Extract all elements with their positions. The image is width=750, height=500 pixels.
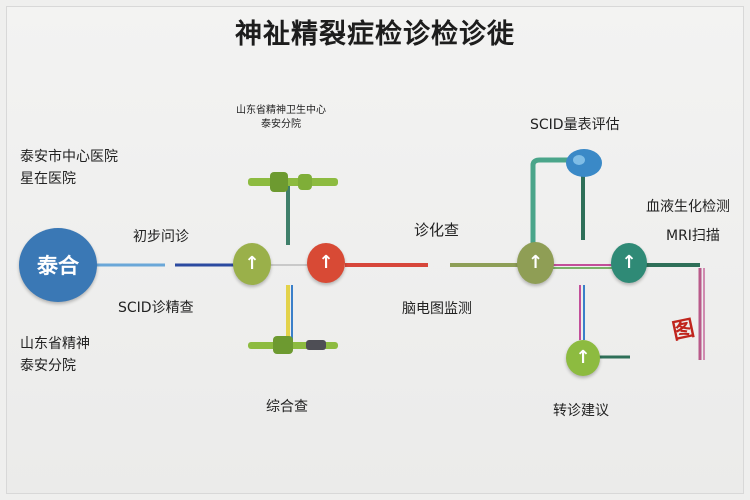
arrow-icon: ↑	[575, 347, 591, 368]
cluster-top	[248, 170, 338, 194]
blood-test-node[interactable]: ↑	[611, 243, 647, 283]
arrow-icon: ↑	[244, 253, 260, 274]
eeg-label: 脑电图监测	[402, 301, 472, 317]
scid-assessment-label: SCID量表评估	[530, 117, 620, 133]
center-top-line1: 山东省精神卫生中心	[236, 105, 326, 116]
diagram-title: 神祉精裂症检诊检诊徙	[235, 19, 515, 50]
mri-label: MRI扫描	[666, 228, 720, 244]
arrow-icon: ↑	[621, 252, 637, 273]
initial-visit-node[interactable]: ↑	[233, 243, 271, 285]
referral-label: 转诊建议	[553, 403, 609, 419]
center-top-label: 山东省精神卫生中心 泰安分院	[236, 104, 326, 132]
lab-test-label: 诊化查	[414, 221, 460, 239]
line-scid-branch	[530, 157, 575, 245]
hospital-bottom-label: 山东省精神 泰安分院	[20, 333, 90, 377]
referral-node[interactable]: ↑	[566, 340, 600, 376]
lab-test-node[interactable]: ↑	[307, 243, 345, 283]
hospital-node[interactable]: 泰合	[19, 228, 97, 302]
scid-node[interactable]: ↑	[517, 242, 554, 284]
center-top-line2: 泰安分院	[261, 119, 301, 130]
comprehensive-label: 综合查	[266, 399, 308, 415]
initial-visit-label: 初步问诊	[133, 229, 189, 245]
scid-blob	[565, 148, 603, 178]
hospital-bottom-line1: 山东省精神	[20, 336, 90, 352]
blood-test-label: 血液生化检测	[646, 199, 730, 215]
hospital-top-line2: 星在医院	[20, 171, 76, 187]
arrow-icon: ↑	[318, 252, 334, 273]
scid-exam-label: SCID诊精查	[118, 300, 194, 316]
hospital-top-label: 泰安市中心医院 星在医院	[20, 146, 118, 190]
hospital-top-line1: 泰安市中心医院	[20, 149, 118, 165]
cluster-bottom	[248, 335, 338, 357]
arrow-icon: ↑	[527, 252, 544, 273]
hospital-node-text: 泰合	[37, 254, 79, 278]
hospital-bottom-line2: 泰安分院	[20, 358, 76, 374]
